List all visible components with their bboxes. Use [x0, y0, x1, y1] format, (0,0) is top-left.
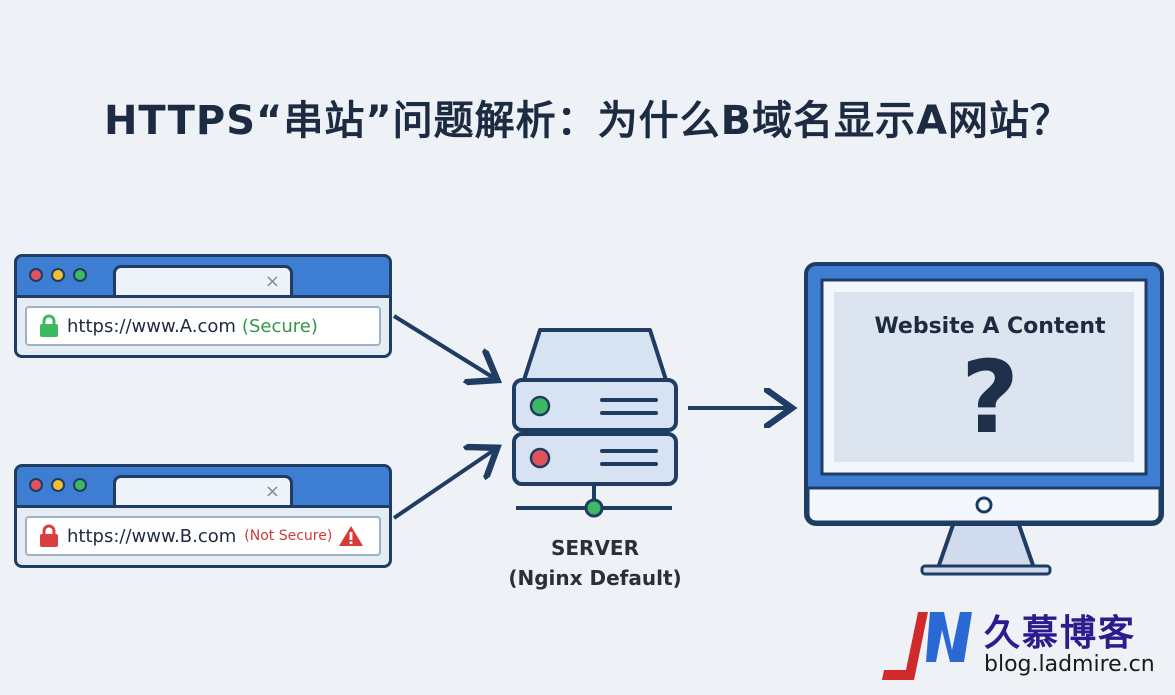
window-controls — [29, 268, 87, 282]
close-dot[interactable] — [29, 478, 43, 492]
server-label: SERVER — [550, 536, 639, 560]
arrow-b-to-server — [392, 450, 494, 520]
browser-window-b: × https://www.B.com (Not Secure) — [14, 464, 392, 568]
lock-icon — [40, 524, 58, 547]
question-mark-icon: ? — [960, 339, 1019, 456]
page-title: HTTPS“串站”问题解析：为什么B域名显示A网站？ — [103, 98, 1072, 144]
warning-icon — [339, 526, 364, 546]
close-dot[interactable] — [29, 268, 43, 282]
site-url[interactable]: blog.ladmire.cn — [984, 652, 1155, 677]
browser-window-a: × https://www.A.com (Secure) — [14, 254, 392, 358]
url-text: https://www.A.com — [67, 315, 236, 337]
power-button-icon — [975, 496, 993, 514]
address-bar[interactable]: https://www.A.com (Secure) — [25, 306, 381, 346]
minimize-dot[interactable] — [51, 478, 65, 492]
arrow-a-to-server — [392, 314, 494, 378]
security-status: (Secure) — [241, 315, 318, 337]
close-icon[interactable]: × — [264, 271, 280, 292]
site-logo-mark — [882, 612, 972, 680]
lock-icon — [40, 314, 58, 337]
site-name: 久慕博客 — [984, 613, 1137, 654]
monitor-icon — [804, 262, 1164, 576]
maximize-dot[interactable] — [73, 268, 87, 282]
server-status-light-green — [529, 395, 551, 417]
close-icon[interactable]: × — [264, 481, 280, 502]
minimize-dot[interactable] — [51, 268, 65, 282]
server-sublabel: (Nginx Default) — [508, 566, 682, 590]
security-status: (Not Secure) — [244, 528, 333, 544]
window-controls — [29, 478, 87, 492]
address-bar[interactable]: https://www.B.com (Not Secure) — [25, 516, 381, 556]
server-icon — [512, 328, 678, 518]
monitor-content-label: Website A Content — [874, 314, 1106, 339]
url-text: https://www.B.com — [67, 525, 237, 547]
maximize-dot[interactable] — [73, 478, 87, 492]
server-status-light-red — [529, 447, 551, 469]
